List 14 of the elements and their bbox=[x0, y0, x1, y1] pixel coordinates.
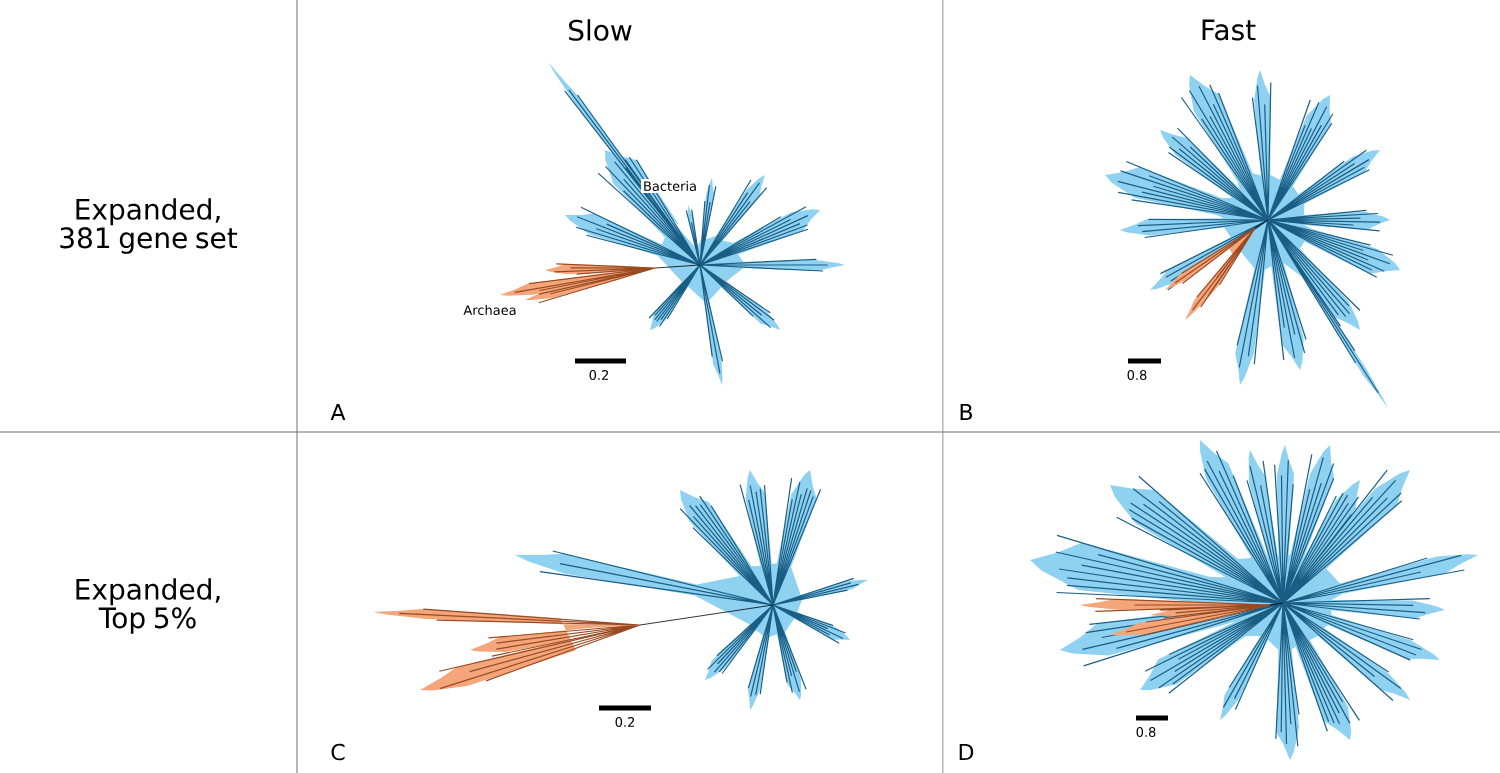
panel-letter: C bbox=[331, 743, 345, 761]
column-heading: Fast bbox=[1202, 19, 1256, 41]
scale-label: 0.2 bbox=[615, 717, 635, 727]
panel-letter: B bbox=[960, 404, 972, 421]
row-heading: Expanded, 381 gene set bbox=[60, 198, 238, 254]
clade-label: Archaea bbox=[461, 303, 519, 318]
scale-label: 0.8 bbox=[1127, 370, 1147, 380]
panel-letter: A bbox=[330, 404, 346, 421]
scale-label: 0.8 bbox=[1136, 727, 1156, 737]
panel-letter: D bbox=[959, 744, 974, 761]
scale-label: 0.2 bbox=[589, 370, 609, 380]
row-heading: Expanded, Top 5% bbox=[76, 578, 220, 634]
clade-label: Bacteria bbox=[641, 179, 700, 194]
column-heading: Slow bbox=[569, 19, 632, 41]
